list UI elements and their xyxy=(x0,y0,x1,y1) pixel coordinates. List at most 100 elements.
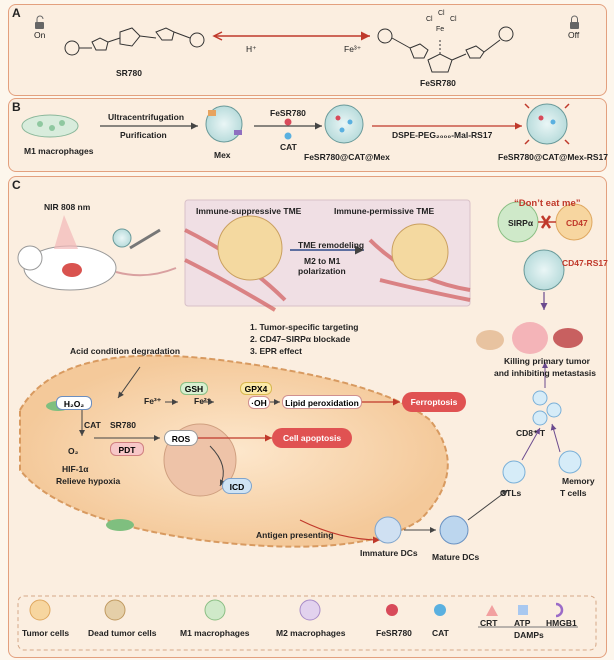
final-vesicle-icon xyxy=(524,103,570,145)
on-label: On xyxy=(34,30,46,40)
feature-2: 2. CD47–SIRPα blockade xyxy=(250,334,351,344)
fesr780-structure xyxy=(377,26,514,73)
block-x-icon xyxy=(540,215,552,229)
sr780-pathway-label: SR780 xyxy=(110,420,136,430)
panel-a xyxy=(8,4,607,96)
h-plus-label: H⁺ xyxy=(246,44,257,54)
cd8-t-cell-icon xyxy=(532,390,562,426)
sr780-structure xyxy=(64,27,205,56)
syringe-icon xyxy=(129,228,161,250)
legend-dead-tumor-icon xyxy=(104,599,126,621)
h2o2-box: H₂O₂ xyxy=(56,396,92,410)
gsh-box: GSH xyxy=(180,382,208,395)
final-vesicle-label: FeSR780@CAT@Mex-RS17 xyxy=(498,152,608,162)
feature-1: 1. Tumor-specific targeting xyxy=(250,322,359,332)
legend-hmgb1-icon xyxy=(555,602,564,618)
intestine-icon xyxy=(476,330,504,350)
ferroptosis-badge: Ferroptosis xyxy=(402,392,466,412)
unlock-icon xyxy=(35,15,44,29)
legend-m1: M1 macrophages xyxy=(180,628,250,638)
killing-label-1: Killing primary tumor xyxy=(504,356,590,366)
panel-b xyxy=(8,98,607,172)
feature-3: 3. EPR effect xyxy=(250,346,302,356)
cd8-label: CD8⁺ T xyxy=(516,428,546,438)
mature-dcs-label: Mature DCs xyxy=(432,552,480,562)
cl-atom-label: Cl xyxy=(426,16,433,23)
sirpa-label: SIRPα xyxy=(508,218,534,228)
polarization-label-1: M2 to M1 xyxy=(304,256,341,266)
off-label: Off xyxy=(568,30,580,40)
acid-degradation-label: Acid condition degradation xyxy=(70,346,181,356)
panel-b-label: B xyxy=(12,100,21,114)
panel-c-label: C xyxy=(12,178,21,192)
nir-label: NIR 808 nm xyxy=(44,202,91,212)
immature-dcs-label: Immature DCs xyxy=(360,548,418,558)
apoptosis-badge: Cell apoptosis xyxy=(272,428,352,448)
icd-box: ICD xyxy=(222,478,252,494)
oh-box: ·OH xyxy=(248,396,270,409)
legend-frame xyxy=(17,595,597,651)
dont-eat-me-label: “Don’t eat me” xyxy=(514,198,581,209)
legend-cat: CAT xyxy=(432,628,449,638)
fesr780-load-label: FeSR780 xyxy=(270,108,306,118)
tme-after-label: Immune-permissive TME xyxy=(334,206,435,216)
purification-label: Purification xyxy=(120,130,167,140)
polarization-label-2: polarization xyxy=(298,266,346,276)
fe3-label: Fe³⁺ xyxy=(344,44,362,54)
cat-dot xyxy=(284,132,292,140)
mitochondria-icon xyxy=(106,519,134,531)
fe2-label: Fe²⁺ xyxy=(194,396,212,406)
legend-damps: DAMPs xyxy=(514,630,544,640)
hif-label: HIF-1α xyxy=(62,464,89,474)
mouse-icon xyxy=(17,245,177,291)
legend-tumor-cells: Tumor cells xyxy=(22,628,70,638)
cat-label: CAT xyxy=(84,420,101,430)
lipid-peroxidation-box: Lipid peroxidation xyxy=(282,395,362,409)
legend-atp: ATP xyxy=(514,618,531,628)
petri-dish-icon xyxy=(21,114,79,138)
nanoparticle-icon xyxy=(112,228,132,248)
memory-t-cell-icon xyxy=(558,450,582,474)
hypoxia-label: Relieve hypoxia xyxy=(56,476,121,486)
cd47-label: CD47 xyxy=(566,218,588,228)
fesr780-dot xyxy=(284,118,292,126)
conjugate-label: DSPE-PEG₂₀₀₀-Mal-RS17 xyxy=(392,130,493,140)
tme-remodel-label: TME remodeling xyxy=(298,240,365,250)
antigen-presenting-label: Antigen presenting xyxy=(256,530,334,540)
fesr780-label: FeSR780 xyxy=(420,78,456,88)
memory-label-2: T cells xyxy=(560,488,587,498)
legend-hmgb1: HMGB1 xyxy=(546,618,577,628)
sr780-label: SR780 xyxy=(116,68,142,78)
cl-atom-label: Cl xyxy=(450,16,457,23)
legend-tumor-cell-icon xyxy=(29,599,51,621)
legend-fesr780: FeSR780 xyxy=(376,628,412,638)
cd47-rs17-label: CD47-RS17 xyxy=(562,258,608,268)
o2-label: O₂ xyxy=(68,446,79,456)
loaded-vesicle-icon xyxy=(324,104,364,144)
lung-icon xyxy=(512,322,548,354)
ctl-icon xyxy=(502,460,526,484)
legend-crt: CRT xyxy=(480,618,498,628)
fe3-pathway-label: Fe³⁺ xyxy=(144,396,162,406)
fe-atom-label: Fe xyxy=(436,26,445,33)
legend-dead-tumor-cells: Dead tumor cells xyxy=(88,628,157,638)
ctls-label: CTLs xyxy=(500,488,522,498)
legend-fesr780-icon xyxy=(386,604,398,616)
mature-dc-icon xyxy=(439,515,469,545)
immature-dc-icon xyxy=(374,516,402,544)
tme-before-label: Immune-suppressive TME xyxy=(196,206,302,216)
cl-atom-label: Cl xyxy=(438,10,445,17)
legend-cat-icon xyxy=(434,604,446,616)
ros-box: ROS xyxy=(164,430,198,446)
legend-m2: M2 macrophages xyxy=(276,628,346,638)
pdt-box: PDT xyxy=(110,442,144,456)
cat-load-label: CAT xyxy=(280,142,297,152)
laser-beam xyxy=(54,215,78,249)
killing-label-2: and inhibiting metastasis xyxy=(494,368,597,378)
legend-m1-icon xyxy=(204,599,226,621)
loaded-vesicle-label: FeSR780@CAT@Mex xyxy=(304,152,390,162)
legend-m2-icon xyxy=(299,599,321,621)
gpx4-box: GPX4 xyxy=(240,382,272,395)
m1-macrophages-label: M1 macrophages xyxy=(24,146,94,156)
legend-crt-icon xyxy=(486,605,498,616)
